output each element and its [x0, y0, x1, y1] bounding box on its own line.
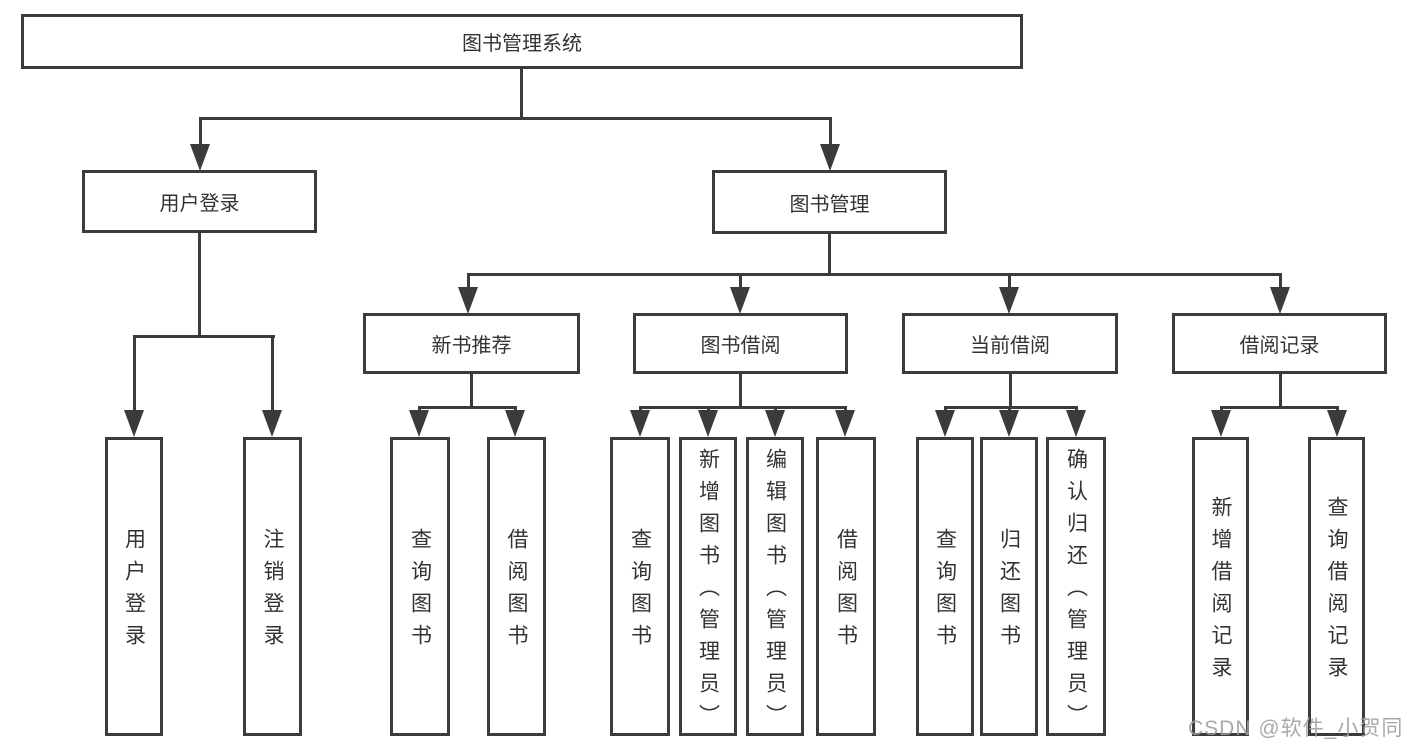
arrow-down-icon [935, 410, 955, 437]
arrow-down-icon [1270, 287, 1290, 314]
leaf-current-return-books: 归还图书 [980, 437, 1038, 736]
edge-line [418, 406, 517, 409]
edge-line [739, 374, 742, 408]
leaf-label: 借阅图书 [834, 528, 858, 656]
leaf-borrowing-query-books: 查询图书 [610, 437, 670, 736]
leaf-borrowing-add-books-admin: 新增图书（管理员） [679, 437, 737, 736]
leaf-user-login: 用户登录 [105, 437, 163, 736]
arrow-down-icon [765, 410, 785, 437]
node-book-management: 图书管理 [712, 170, 947, 234]
arrow-down-icon [999, 287, 1019, 314]
leaf-label: 确认归还（管理员） [1064, 448, 1088, 736]
edge-line [470, 374, 473, 408]
leaf-label: 新增图书（管理员） [696, 448, 720, 736]
leaf-label: 注销登录 [261, 528, 284, 656]
edge-line [198, 233, 201, 337]
leaf-current-query-books: 查询图书 [916, 437, 974, 736]
edge-line [639, 406, 847, 409]
edge-line [1220, 406, 1339, 409]
leaf-label: 用户登录 [122, 528, 146, 656]
leaf-label: 查询借阅记录 [1325, 496, 1348, 688]
edge-line [199, 117, 832, 120]
node-label: 图书管理系统 [462, 33, 582, 55]
node-label: 图书借阅 [700, 335, 781, 357]
arrow-down-icon [190, 144, 210, 171]
arrow-down-icon [409, 410, 429, 437]
leaf-label: 查询图书 [628, 528, 652, 656]
leaf-borrowing-edit-books-admin: 编辑图书（管理员） [746, 437, 804, 736]
leaf-label: 查询图书 [408, 528, 432, 656]
leaf-records-query-borrow-record: 查询借阅记录 [1308, 437, 1365, 736]
arrow-down-icon [698, 410, 718, 437]
edge-line [467, 273, 470, 289]
leaf-label: 编辑图书（管理员） [763, 448, 787, 736]
edge-line [1008, 273, 1011, 289]
leaf-recommend-borrow-books: 借阅图书 [487, 437, 546, 736]
leaf-label: 新增借阅记录 [1209, 496, 1232, 688]
edge-line [520, 69, 523, 119]
edge-line [133, 335, 275, 338]
node-label: 当前借阅 [970, 335, 1050, 357]
arrow-down-icon [630, 410, 650, 437]
leaf-label: 归还图书 [997, 528, 1021, 656]
node-label: 用户登录 [159, 193, 240, 215]
arrow-down-icon [124, 410, 144, 437]
leaf-borrowing-borrow-books: 借阅图书 [816, 437, 876, 736]
arrow-down-icon [458, 287, 478, 314]
node-label: 新书推荐 [431, 335, 512, 357]
edge-line [133, 335, 136, 413]
arrow-down-icon [1066, 410, 1086, 437]
watermark: CSDN @软件_小贺同学 [1188, 717, 1405, 740]
edge-line [828, 234, 831, 275]
node-borrowing-records: 借阅记录 [1172, 313, 1387, 374]
arrow-down-icon [1327, 410, 1347, 437]
node-new-book-recommendation: 新书推荐 [363, 313, 580, 374]
edge-line [467, 273, 1282, 276]
leaf-label: 查询图书 [933, 528, 957, 656]
arrow-down-icon [730, 287, 750, 314]
leaf-label: 借阅图书 [505, 528, 528, 656]
arrow-down-icon [820, 144, 840, 171]
arrow-down-icon [835, 410, 855, 437]
edge-line [739, 273, 742, 289]
node-user-login: 用户登录 [82, 170, 317, 233]
arrow-down-icon [262, 410, 282, 437]
arrow-down-icon [505, 410, 525, 437]
node-current-borrowing: 当前借阅 [902, 313, 1118, 374]
edge-line [829, 117, 832, 147]
leaf-records-add-borrow-record: 新增借阅记录 [1192, 437, 1249, 736]
node-library-management-system: 图书管理系统 [21, 14, 1023, 69]
leaf-logout: 注销登录 [243, 437, 302, 736]
edge-line [1279, 273, 1282, 289]
edge-line [1009, 374, 1012, 408]
leaf-current-confirm-return-admin: 确认归还（管理员） [1046, 437, 1106, 736]
edge-line [199, 117, 202, 147]
node-label: 借阅记录 [1239, 335, 1320, 357]
arrow-down-icon [1211, 410, 1231, 437]
edge-line [271, 335, 274, 413]
edge-line [1279, 374, 1282, 408]
edge-line [944, 406, 1078, 409]
arrow-down-icon [999, 410, 1019, 437]
leaf-recommend-query-books: 查询图书 [390, 437, 450, 736]
node-book-borrowing: 图书借阅 [633, 313, 848, 374]
node-label: 图书管理 [789, 193, 870, 216]
